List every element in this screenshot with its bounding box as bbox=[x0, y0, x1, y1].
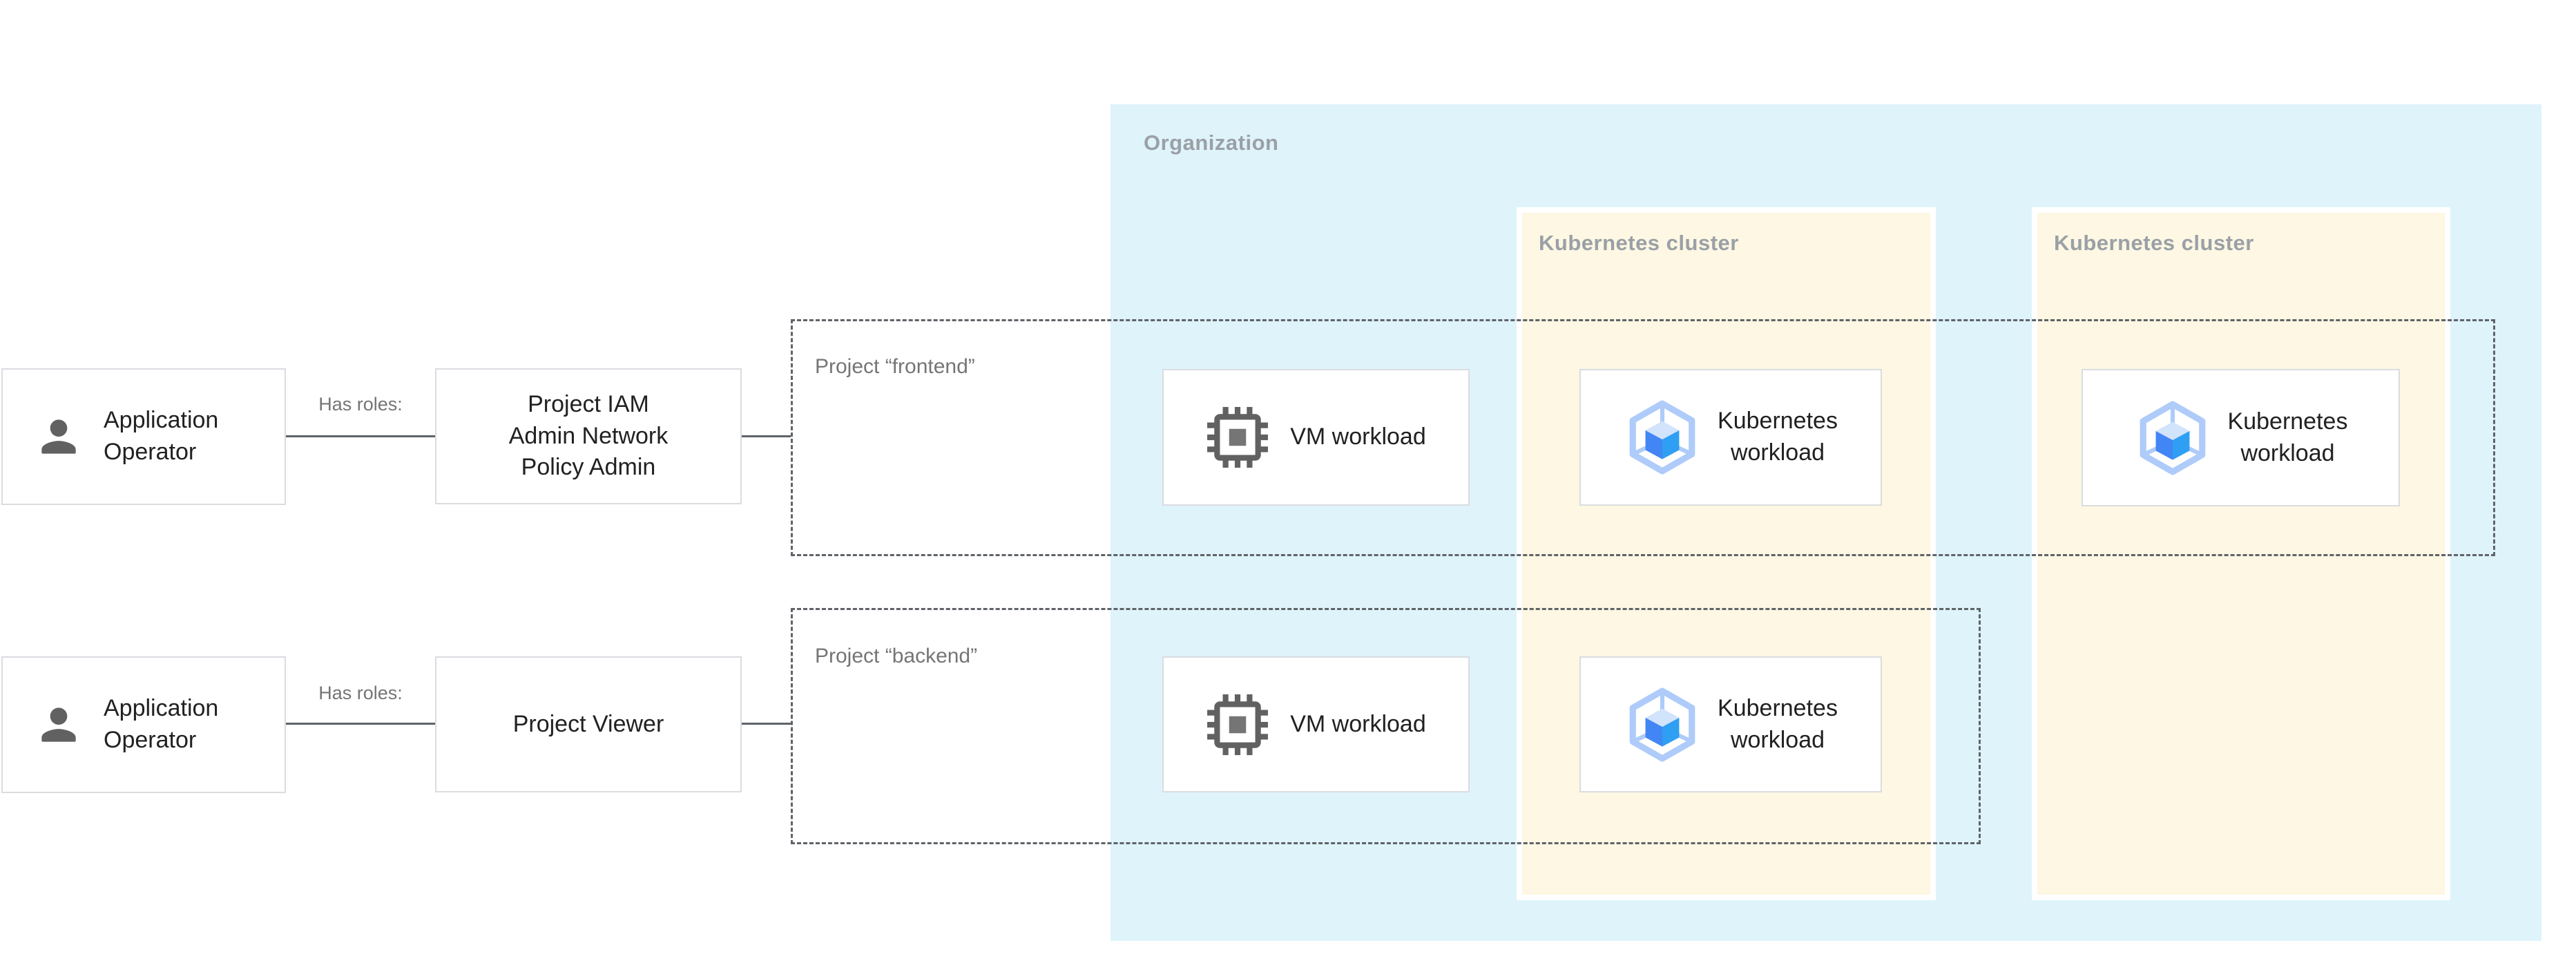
project-backend-boundary bbox=[791, 608, 1981, 844]
vm-chip-icon bbox=[1206, 406, 1269, 469]
k8s-workload-label-frontend: Kubernetes workload bbox=[1718, 408, 1838, 466]
gke-icon bbox=[1624, 686, 1701, 763]
vm-workload-label-frontend: VM workload bbox=[1290, 424, 1426, 450]
vm-workload-node-backend: VM workload bbox=[1162, 656, 1470, 792]
k8s-workload-node-backend: Kubernetes workload bbox=[1579, 656, 1882, 792]
application-operator-label: Application Operator bbox=[104, 407, 219, 465]
person-icon bbox=[33, 411, 84, 462]
project-backend-label: Project “backend” bbox=[815, 645, 978, 667]
role-node-backend: Project Viewer bbox=[435, 656, 742, 792]
has-roles-connector-frontend bbox=[286, 435, 435, 437]
kubernetes-cluster-2 bbox=[2032, 207, 2450, 900]
application-operator-node-backend: Application Operator bbox=[1, 656, 286, 793]
k8s-workload-node-frontend: Kubernetes workload bbox=[1579, 369, 1882, 506]
role-to-project-connector-backend bbox=[742, 723, 791, 725]
k8s-workload-label-backend: Kubernetes workload bbox=[1718, 694, 1838, 753]
project-frontend-label: Project “frontend” bbox=[815, 355, 975, 378]
kubernetes-cluster-2-label: Kubernetes cluster bbox=[2054, 231, 2254, 255]
vm-workload-label-backend: VM workload bbox=[1290, 710, 1426, 737]
kubernetes-cluster-1-label: Kubernetes cluster bbox=[1539, 231, 1739, 255]
k8s-workload-label-cluster2: Kubernetes workload bbox=[2227, 408, 2348, 466]
k8s-workload-node-cluster2: Kubernetes workload bbox=[2082, 369, 2400, 506]
person-icon bbox=[33, 699, 84, 750]
organization-label: Organization bbox=[1144, 131, 1279, 155]
application-operator-node-frontend: Application Operator bbox=[1, 368, 286, 505]
role-node-frontend: Project IAM Admin Network Policy Admin bbox=[435, 368, 742, 504]
gke-icon bbox=[2134, 399, 2211, 477]
gke-icon bbox=[1624, 399, 1701, 476]
role-to-project-connector-frontend bbox=[742, 435, 791, 437]
vm-chip-icon bbox=[1206, 693, 1269, 757]
has-roles-connector-backend bbox=[286, 723, 435, 725]
project-frontend-boundary bbox=[791, 319, 2495, 556]
has-roles-label-backend: Has roles: bbox=[318, 683, 403, 703]
vm-workload-node-frontend: VM workload bbox=[1162, 369, 1470, 506]
role-label-backend: Project Viewer bbox=[512, 710, 664, 737]
has-roles-label-frontend: Has roles: bbox=[318, 394, 403, 415]
application-operator-label: Application Operator bbox=[104, 695, 219, 753]
role-label-frontend: Project IAM Admin Network Policy Admin bbox=[508, 390, 669, 481]
